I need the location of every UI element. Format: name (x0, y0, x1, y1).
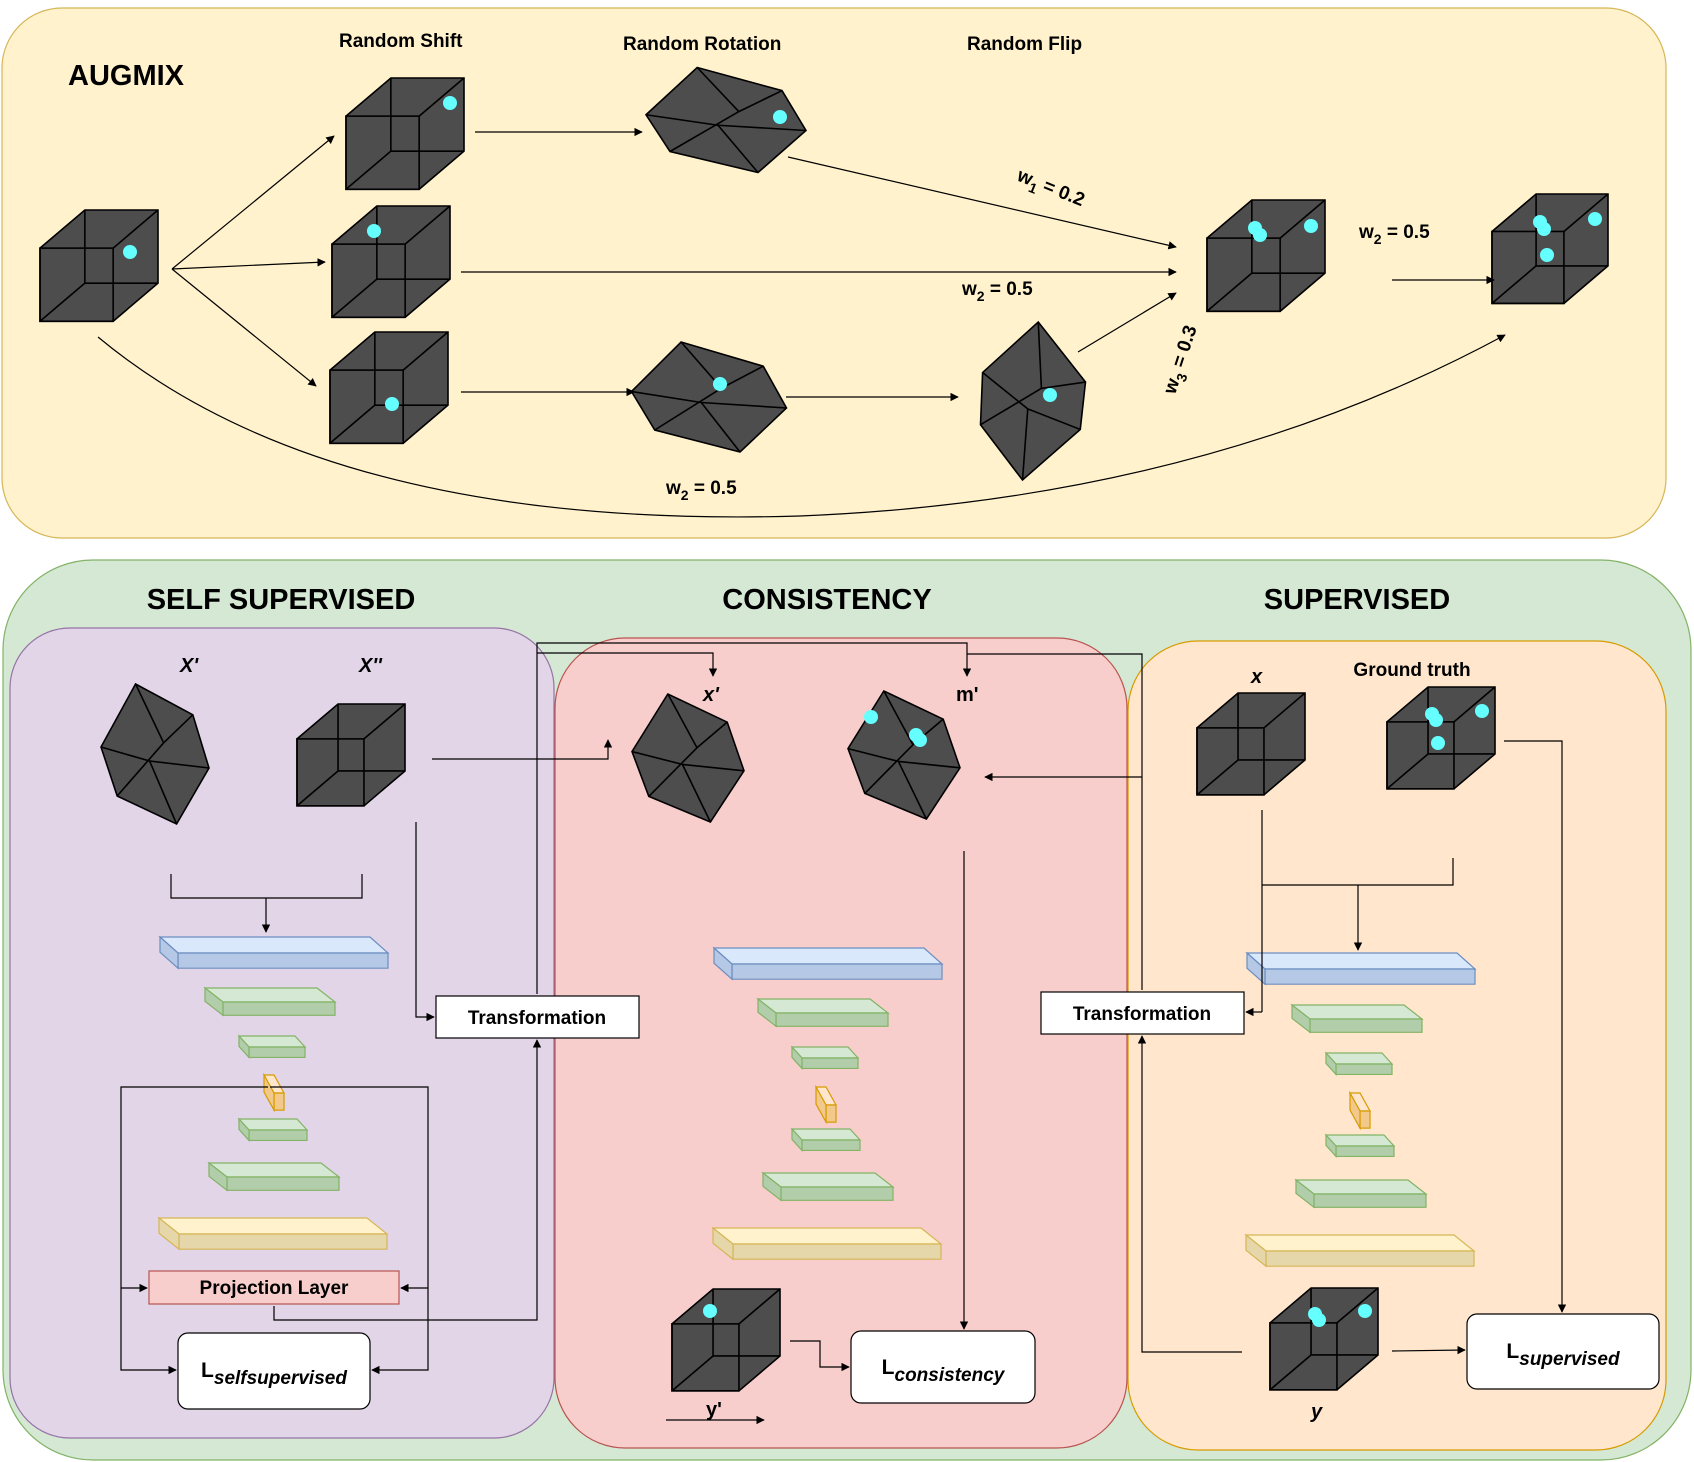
self-x2-label: X'' (358, 655, 383, 677)
consistency-encoder-3 (790, 1045, 860, 1071)
consistency-bottleneck (814, 1084, 838, 1125)
self-encoder-2 (203, 986, 337, 1017)
cube-rotation (644, 66, 808, 174)
cube-shift (345, 77, 465, 191)
supervised-decoder-1 (1324, 1133, 1396, 1159)
ground-truth-label: Ground truth (1353, 660, 1470, 681)
consistency-encoder-2 (756, 997, 890, 1028)
consistency-cube-x (631, 692, 745, 823)
self-cube-x2 (296, 703, 406, 807)
consistency-cube-y (671, 1288, 781, 1392)
marker-dot (1429, 713, 1443, 727)
consistency-loss-box (850, 1330, 1036, 1404)
marker-dot (703, 1304, 717, 1318)
marker-dot (1537, 222, 1551, 236)
supervised-transformation-label: Transformation (1073, 1004, 1211, 1025)
consistency-y-label: y' (706, 1399, 722, 1421)
supervised-cube-y (1269, 1287, 1379, 1391)
self-x1-label: X' (179, 655, 199, 677)
consistency-decoder-2 (761, 1171, 895, 1202)
supervised-cube-x (1196, 692, 1306, 796)
supervised-encoder-2 (1290, 1003, 1424, 1034)
supervised-decoder-3 (1244, 1233, 1476, 1268)
supervised-loss-label: Lsupervised (1506, 1340, 1620, 1370)
consistency-panel (554, 637, 1128, 1449)
marker-dot (1540, 248, 1554, 262)
marker-dot (1475, 704, 1489, 718)
self-encoder-1 (158, 935, 390, 970)
consistency-loss-label: Lconsistency (882, 1356, 1006, 1386)
marker-dot (443, 96, 457, 110)
marker-dot (385, 397, 399, 411)
projection-layer-label: Projection Layer (200, 1278, 349, 1299)
consistency-decoder-3 (711, 1226, 943, 1261)
connector-lines (120, 642, 1567, 1425)
consistency-m-label: m' (956, 684, 979, 706)
supervised-bottleneck (1348, 1090, 1372, 1131)
supervised-encoder-3 (1324, 1051, 1394, 1077)
cube-branch2 (331, 205, 451, 319)
marker-dot (913, 733, 927, 747)
cube-final (1491, 193, 1609, 305)
cube-branch3-flip (979, 320, 1087, 482)
marker-dot (864, 710, 878, 724)
self-cube-x1 (100, 682, 210, 826)
augmix-panel (1, 7, 1667, 539)
supervised-y-label: y (1310, 1401, 1323, 1423)
self-decoder-1 (237, 1117, 309, 1143)
self-loss-label: Lselfsupervised (201, 1359, 347, 1389)
supervised-heading: SUPERVISED (1264, 584, 1450, 616)
random-flip-label: Random Flip (967, 34, 1082, 55)
weight-w2-middle: w2 = 0.5 (961, 279, 1033, 304)
consistency-heading: CONSISTENCY (722, 584, 931, 616)
marker-dot (367, 224, 381, 238)
cube-branch3 (329, 331, 449, 445)
ground-truth-cube (1386, 686, 1496, 790)
consistency-decoder-1 (790, 1127, 862, 1153)
self-transformation-label: Transformation (468, 1008, 606, 1029)
supervised-encoder-1 (1245, 951, 1477, 986)
augmix-title: AUGMIX (68, 60, 185, 92)
marker-dot (1304, 219, 1318, 233)
marker-dot (713, 377, 727, 391)
self-supervised-heading: SELF SUPERVISED (147, 584, 416, 616)
random-shift-label: Random Shift (339, 31, 463, 52)
augmix-arrows (97, 127, 1506, 518)
consistency-encoder-1 (712, 946, 944, 981)
marker-dot (773, 110, 787, 124)
random-rotation-label: Random Rotation (623, 34, 781, 55)
marker-dot (1312, 1313, 1326, 1327)
cube-mix (1206, 199, 1326, 313)
marker-dot (1588, 212, 1602, 226)
projection-layer-box (148, 1270, 400, 1305)
supervised-decoder-2 (1294, 1178, 1428, 1209)
supervised-x-label: x (1250, 666, 1263, 688)
supervised-loss-box (1466, 1313, 1660, 1390)
weight-w2-right: w2 = 0.5 (1358, 222, 1430, 247)
self-encoder-3 (237, 1034, 307, 1060)
marker-dot (1043, 388, 1057, 402)
marker-dot (1358, 1304, 1372, 1318)
marker-dot (1431, 736, 1445, 750)
cube-branch3-rotation (630, 341, 788, 453)
supervised-transformation-box (1040, 991, 1245, 1035)
consistency-x-label: x' (702, 684, 720, 706)
self-decoder-3 (157, 1216, 389, 1251)
marker-dot (123, 245, 137, 259)
self-loss-box (177, 1332, 371, 1410)
marker-dot (1253, 228, 1267, 242)
cube-original (39, 209, 159, 323)
consistency-cube-m (847, 689, 961, 820)
self-decoder-2 (207, 1161, 341, 1192)
self-transformation-box (435, 995, 640, 1039)
weight-w2-bottom: w2 = 0.5 (665, 478, 737, 503)
